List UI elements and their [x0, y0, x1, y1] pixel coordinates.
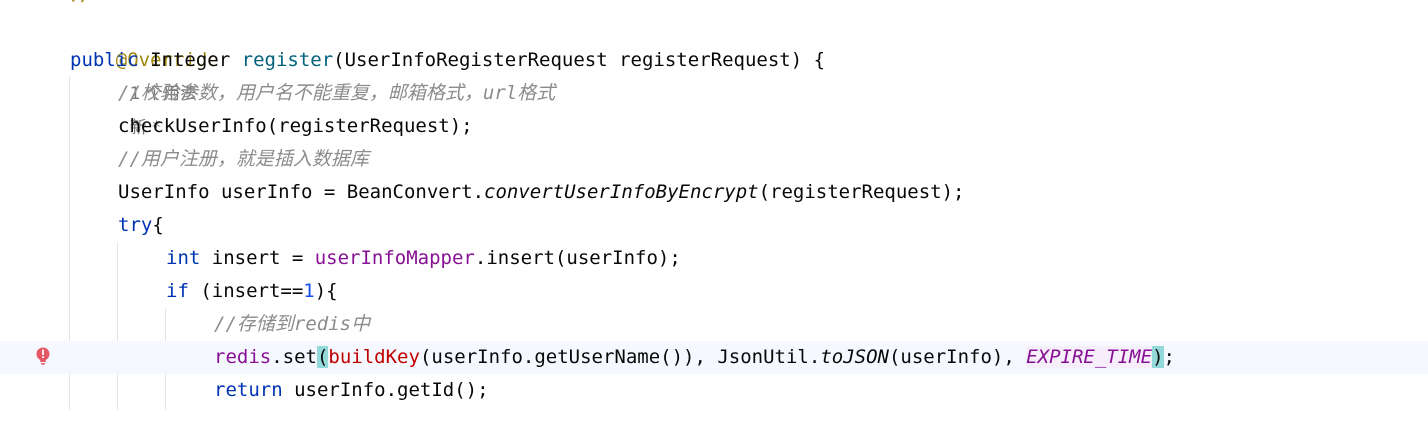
- tojson-method[interactable]: toJSON: [820, 346, 889, 368]
- convert-args: (registerRequest);: [758, 181, 965, 203]
- convert-method[interactable]: convertUserInfoByEncrypt: [484, 181, 759, 203]
- code-line[interactable]: ﾂﾀ: [0, 0, 1428, 12]
- redis-args2: (userInfo),: [888, 346, 1027, 368]
- comment: //校验参数，用户名不能重复，邮箱格式，url格式: [118, 82, 556, 104]
- expire-time-constant[interactable]: EXPIRE_TIME: [1026, 346, 1153, 368]
- insert-call: .insert(userInfo);: [474, 247, 681, 269]
- try-keyword: try: [118, 214, 153, 236]
- redis-args: (userInfo.getUserName()), JsonUtil.: [419, 346, 821, 368]
- code-line[interactable]: public Integer register(UserInfoRegister…: [0, 44, 1428, 77]
- code-line[interactable]: if (insert==1){: [0, 275, 1428, 308]
- code-line[interactable]: checkUserInfo(registerRequest);: [0, 110, 1428, 143]
- code-line[interactable]: @Override 1 个用法 新 *: [0, 11, 1428, 138]
- current-code-line[interactable]: redis.set(buildKey(userInfo.getUserName(…: [0, 341, 1428, 374]
- if-condition-end: ){: [314, 280, 338, 302]
- buildkey-call[interactable]: buildKey: [328, 346, 420, 368]
- matched-paren: ): [1152, 346, 1164, 368]
- code-line[interactable]: //用户注册，就是插入数据库: [0, 143, 1428, 176]
- method-name[interactable]: register: [241, 49, 334, 71]
- code-line[interactable]: //校验参数，用户名不能重复，邮箱格式，url格式: [0, 77, 1428, 110]
- try-brace: {: [152, 214, 164, 236]
- check-call: checkUserInfo(registerRequest);: [118, 115, 473, 137]
- return-type[interactable]: Integer: [150, 49, 231, 71]
- override-annotation[interactable]: @Override: [115, 49, 219, 71]
- indent-guide: [117, 242, 118, 410]
- return-keyword: return: [214, 379, 283, 401]
- public-keyword: public: [70, 49, 139, 71]
- set-call: .set: [271, 346, 317, 368]
- error-bulb-icon[interactable]: [35, 347, 51, 365]
- return-expr: userInfo.getId();: [282, 379, 489, 401]
- code-line[interactable]: UserInfo userInfo = BeanConvert.convertU…: [0, 176, 1428, 209]
- if-keyword: if: [166, 280, 189, 302]
- code-line[interactable]: int insert = userInfoMapper.insert(userI…: [0, 242, 1428, 275]
- indent-guide: [69, 76, 70, 410]
- int-keyword: int: [166, 247, 201, 269]
- code-line[interactable]: return userInfo.getId();: [0, 374, 1428, 407]
- semicolon: ;: [1163, 346, 1175, 368]
- if-condition: (insert==: [188, 280, 304, 302]
- code-line[interactable]: try{: [0, 209, 1428, 242]
- usage-count-hint[interactable]: 1 个用法: [129, 84, 197, 104]
- redis-field[interactable]: redis: [214, 346, 272, 368]
- convert-decl: UserInfo userInfo = BeanConvert.: [118, 181, 485, 203]
- comment: //存储到redis中: [214, 313, 371, 335]
- number-literal: 1: [303, 280, 315, 302]
- comment: //用户注册，就是插入数据库: [118, 148, 369, 170]
- mapper-field[interactable]: userInfoMapper: [314, 247, 475, 269]
- insert-decl: insert =: [200, 247, 315, 269]
- code-line[interactable]: //存储到redis中: [0, 308, 1428, 341]
- author-hint[interactable]: 新 *: [129, 118, 161, 138]
- matched-paren: (: [316, 346, 329, 368]
- method-params: (UserInfoRegisterRequest registerRequest…: [333, 49, 826, 71]
